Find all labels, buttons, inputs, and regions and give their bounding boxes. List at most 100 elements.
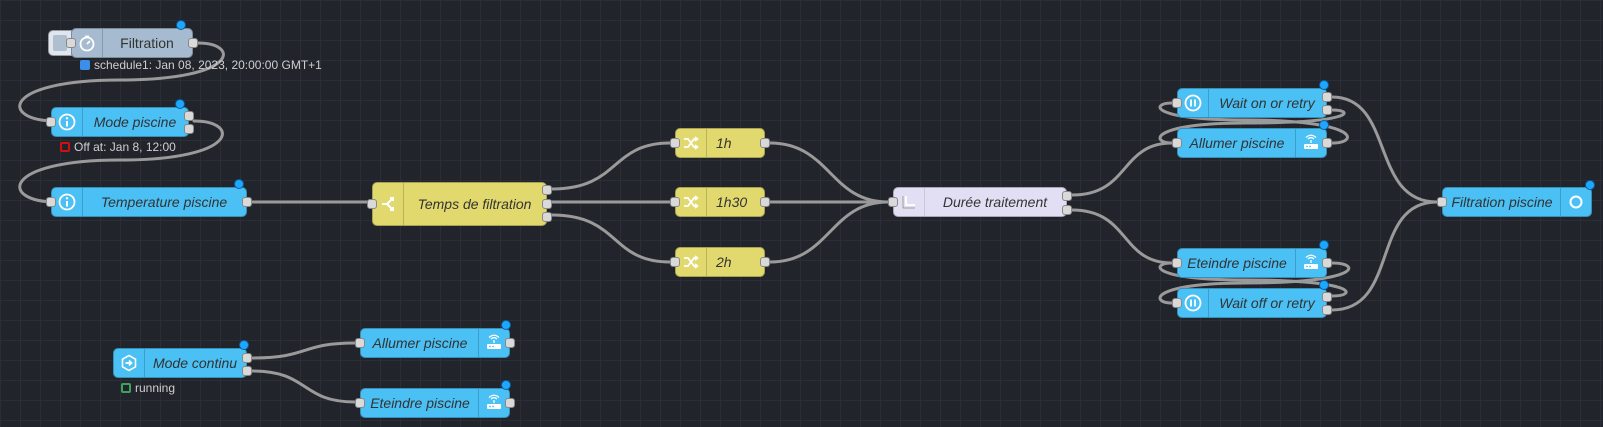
output-port[interactable] [760,257,770,267]
output-port[interactable] [1322,292,1332,302]
input-port[interactable] [1172,98,1182,108]
node-eteindre-piscine[interactable]: Eteindre piscine [1177,248,1327,278]
arrow-hex-icon [114,349,145,377]
output-port[interactable] [242,366,252,376]
output-port[interactable] [1322,92,1332,102]
input-port[interactable] [1172,298,1182,308]
changed-indicator [1319,120,1329,130]
input-port[interactable] [355,398,365,408]
router-icon [478,329,509,357]
input-port[interactable] [66,38,76,48]
node-mode-piscine[interactable]: Mode piscine [51,107,189,137]
changed-indicator [1319,80,1329,90]
wire [550,141,672,191]
router-icon [1295,129,1326,157]
output-port[interactable] [1322,305,1332,315]
input-port[interactable] [670,138,680,148]
output-port[interactable] [1322,138,1332,148]
input-port[interactable] [1172,138,1182,148]
node-filtration[interactable]: Filtration [71,28,193,58]
output-port[interactable] [1062,191,1072,201]
output-port[interactable] [1322,258,1332,268]
node-2h[interactable]: 2h [675,247,765,277]
input-port[interactable] [1437,197,1447,207]
node-1h[interactable]: 1h [675,128,765,158]
node-mode-continu[interactable]: Mode continu [113,348,247,378]
shuffle-icon [676,129,707,157]
output-port[interactable] [760,138,770,148]
status-dot [121,383,131,393]
input-port[interactable] [367,199,377,209]
wire [1330,95,1439,204]
node-1h30[interactable]: 1h30 [675,187,765,217]
info-icon [52,188,83,216]
node-wait-on-or-retry[interactable]: Wait on or retry [1177,88,1327,118]
node-eteindre-piscine-2[interactable]: Eteindre piscine [360,388,510,418]
output-port[interactable] [184,124,194,134]
output-port[interactable] [760,197,770,207]
node-label: Allumer piscine [372,335,468,351]
node-temps-de-filtration[interactable]: Temps de filtration [372,182,547,226]
output-port[interactable] [505,338,515,348]
node-label: Eteindre piscine [1187,255,1287,271]
node-label: Wait off or retry [1219,295,1315,311]
output-port[interactable] [242,197,252,207]
status-mode-piscine: Off at: Jan 8, 12:00 [60,140,176,154]
wire [250,341,357,360]
node-label: Temps de filtration [417,196,532,212]
node-label: Mode continu [152,355,238,371]
node-allumer-piscine[interactable]: Allumer piscine [1177,128,1327,158]
node-duree-traitement[interactable]: Durée traitement [893,187,1067,217]
output-port[interactable] [184,111,194,121]
function-icon [894,188,925,216]
node-label: Filtration [120,35,174,51]
switch-icon [373,183,404,225]
input-port[interactable] [46,197,56,207]
node-label: Durée traitement [942,194,1048,210]
changed-indicator [239,340,249,350]
status-mode-continu: running [121,381,175,395]
wire [1070,208,1174,265]
wire [768,200,890,264]
input-port[interactable] [888,197,898,207]
input-port[interactable] [1172,258,1182,268]
node-filtration-piscine[interactable]: Filtration piscine [1442,187,1592,217]
node-allumer-piscine-2[interactable]: Allumer piscine [360,328,510,358]
status-dot [60,142,70,152]
changed-indicator [1319,280,1329,290]
output-port[interactable] [1322,105,1332,115]
input-port[interactable] [670,257,680,267]
status-dot [80,60,90,70]
changed-indicator [501,380,511,390]
output-port[interactable] [505,398,515,408]
pause-icon [1178,89,1209,117]
output-port[interactable] [188,38,198,48]
pause-icon [1178,289,1209,317]
node-label: Mode piscine [93,114,177,130]
changed-indicator [234,179,244,189]
changed-indicator [1585,180,1595,190]
output-port[interactable] [542,212,552,222]
router-icon [1295,249,1326,277]
node-label: 2h [716,254,732,270]
changed-indicator [1319,240,1329,250]
info-icon [52,108,83,136]
wire [768,141,890,204]
node-label: Eteindre piscine [370,395,470,411]
output-port[interactable] [1062,205,1072,215]
node-wait-off-or-retry[interactable]: Wait off or retry [1177,288,1327,318]
input-port[interactable] [46,117,56,127]
shuffle-icon [676,188,707,216]
wire [250,369,357,404]
node-temperature-piscine[interactable]: Temperature piscine [51,187,247,217]
output-port[interactable] [542,185,552,195]
wire [550,213,672,264]
node-label: 1h [716,135,732,151]
output-port[interactable] [242,353,252,363]
changed-indicator [501,320,511,330]
output-port[interactable] [542,199,552,209]
input-port[interactable] [355,338,365,348]
node-label: Filtration piscine [1451,194,1553,210]
changed-indicator [175,99,185,109]
input-port[interactable] [670,197,680,207]
